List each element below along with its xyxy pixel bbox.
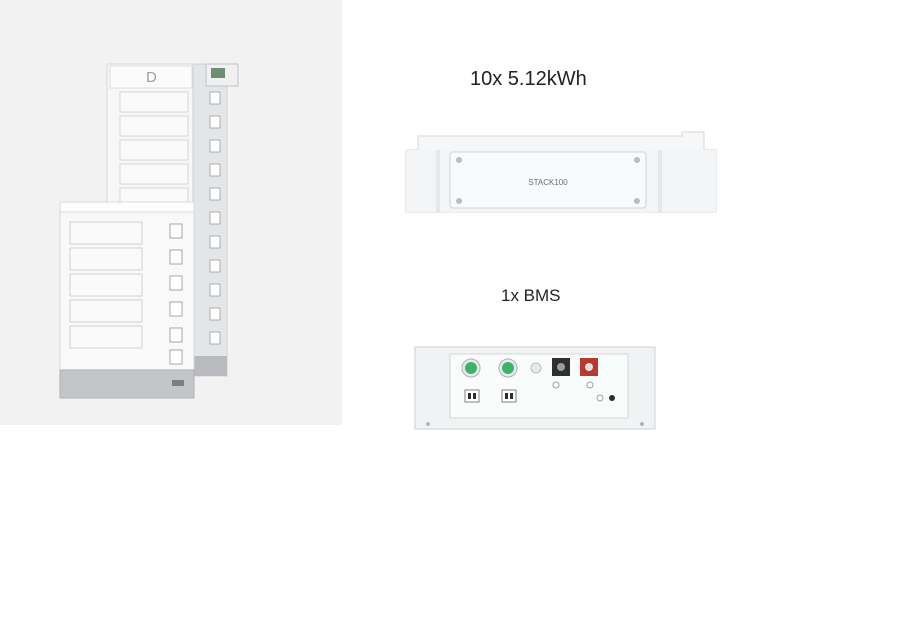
battery-module-image: STACK100 [404,128,724,214]
green-connector-icons [461,358,518,378]
terminal-icons [552,358,598,376]
svg-text:D: D [146,69,157,86]
module-brand-label: STACK100 [528,178,568,187]
bms-illustration [414,346,656,430]
bms-caption: 1x BMS [501,286,561,305]
battery-module-illustration: STACK100 [405,131,717,213]
short-tower [59,201,195,399]
ethernet-port-icons [464,389,517,403]
battery-tower-illustration: D [59,63,239,399]
bms-image [414,346,656,431]
battery-module-caption: 10x 5.12kWh [470,68,587,90]
battery-tower-photo: D [0,0,342,425]
tall-tower: D [106,63,239,377]
